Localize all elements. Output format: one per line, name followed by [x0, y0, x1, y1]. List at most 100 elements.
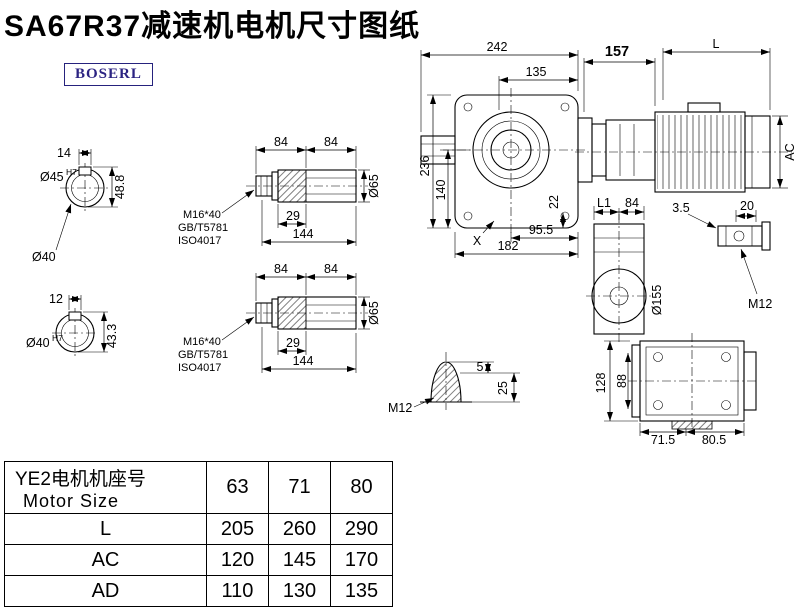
dim-3-5: 3.5 [672, 201, 689, 215]
motor-terminal-box [687, 102, 721, 113]
keyway-slot [68, 311, 82, 321]
drawing-canvas: 14 Ø45 H7 48.8 Ø40 12 Ø40 H7 43.3 [26, 37, 797, 447]
dim-depth-43-3: 43.3 [105, 324, 119, 348]
bolt-hole [653, 352, 663, 362]
side-flange [631, 344, 641, 418]
row-label-AD: AD [4, 575, 207, 607]
dim-144: 144 [293, 354, 314, 368]
page-title: SA67R37减速机电机尺寸图纸 [4, 10, 421, 43]
cell-AD-80: 135 [330, 575, 393, 607]
dim-key-width-12: 12 [49, 292, 63, 306]
table-row-AC: AC 120 145 170 [4, 544, 393, 576]
cell-AC-63: 120 [206, 544, 269, 576]
dim-25: 25 [496, 381, 510, 395]
table-row-AD: AD 110 130 135 [4, 575, 393, 607]
dim-29: 29 [286, 336, 300, 350]
dim-bore-40: Ø40 [26, 336, 50, 350]
dim-242: 242 [487, 40, 508, 54]
plug-dome [430, 361, 462, 403]
dim-key-width-14: 14 [57, 146, 71, 160]
header-line-cn: YE2电机机座号 [15, 468, 146, 490]
output-hub-side [743, 351, 757, 411]
motor-size-table: YE2电机机座号 Motor Size 63 71 80 L 205 260 2… [4, 461, 393, 607]
cell-AD-71: 130 [268, 575, 331, 607]
brand-logo: BOSERL [64, 63, 153, 86]
dim-140: 140 [434, 180, 448, 201]
dim-5: 5 [477, 360, 484, 374]
dim-outer-40: Ø40 [32, 250, 56, 264]
row-label-AC: AC [4, 544, 207, 576]
dim-dia-65: Ø65 [367, 174, 381, 198]
label-std-gb: GB/T5781 [178, 222, 228, 234]
cell-L-71: 260 [268, 513, 331, 545]
label-std-iso: ISO4017 [178, 362, 221, 374]
torque-bracket [717, 225, 763, 247]
row-label-L: L [4, 513, 207, 545]
gearbox-motor-front-view: 242 135 157 L 236 140 22 95.5 182 X [418, 37, 797, 258]
dim-80-5: 80.5 [702, 433, 726, 447]
dim-bore-45: Ø45 [40, 170, 64, 184]
label-std-iso: ISO4017 [178, 235, 221, 247]
dim-157: 157 [605, 44, 629, 60]
cell-AD-63: 110 [206, 575, 269, 607]
dim-135: 135 [526, 65, 547, 79]
dim-20: 20 [740, 199, 754, 213]
motor-adapter [605, 119, 656, 181]
label-thread-m16x40: M16*40 [183, 336, 221, 348]
fastening-bolt-top-view: 84 84 Ø65 M16*40 GB/T5781 ISO4017 29 144 [178, 135, 381, 247]
dim-L: L [713, 37, 720, 51]
cell-L-80: 290 [330, 513, 393, 545]
dim-AC: AC [783, 143, 797, 160]
dim-29: 29 [286, 209, 300, 223]
dim-84-b: 84 [324, 262, 338, 276]
size-col-63: 63 [206, 461, 269, 514]
bolt-hole [721, 400, 731, 410]
dim-depth-48-8: 48.8 [113, 175, 127, 199]
table-header-row: YE2电机机座号 Motor Size 63 71 80 [4, 461, 393, 514]
table-header-motor-size: YE2电机机座号 Motor Size [4, 461, 207, 514]
gearbox-bottom-view: 128 88 71.5 80.5 [594, 333, 757, 447]
keyway-slot [78, 166, 92, 176]
mounting-foot [671, 420, 713, 430]
breather-plug-detail: 5 25 M12 [388, 352, 520, 415]
dim-bore-40-tol: H7 [52, 333, 63, 343]
cell-AC-71: 145 [268, 544, 331, 576]
bracket-hole [733, 230, 745, 242]
shaft-bore-bottom-view: 12 Ø40 H7 43.3 [26, 292, 119, 358]
dim-71-5: 71.5 [651, 433, 675, 447]
dim-22: 22 [547, 195, 561, 209]
dim-144: 144 [293, 227, 314, 241]
dim-84-b: 84 [324, 135, 338, 149]
dim-236: 236 [418, 156, 432, 177]
dim-dia-155: Ø155 [650, 285, 664, 316]
dim-L1: L1 [597, 196, 611, 210]
dim-84-a: 84 [274, 262, 288, 276]
label-m12-side: M12 [748, 297, 772, 311]
bolt-hole [560, 211, 570, 221]
shaft-bore-top-view: 14 Ø45 H7 48.8 Ø40 [32, 146, 127, 264]
gearbox-side-view: L1 84 3.5 20 Ø155 M12 [586, 196, 772, 342]
dim-128: 128 [594, 373, 608, 394]
dim-84: 84 [625, 196, 639, 210]
bolt-hole [463, 211, 473, 221]
cell-AC-80: 170 [330, 544, 393, 576]
bolt-hole [721, 352, 731, 362]
label-m12-plug: M12 [388, 401, 412, 415]
mark-x: X [473, 234, 482, 248]
bolt-hole [463, 102, 473, 112]
dim-84-a: 84 [274, 135, 288, 149]
dim-88: 88 [615, 374, 629, 388]
header-line-en: Motor Size [23, 490, 120, 511]
bolt-hole [560, 102, 570, 112]
size-col-71: 71 [268, 461, 331, 514]
size-table-wrap: YE2电机机座号 Motor Size 63 71 80 L 205 260 2… [4, 461, 393, 607]
bolt-hole [653, 400, 663, 410]
dim-182: 182 [498, 239, 519, 253]
dim-bore-45-tol: H7 [66, 167, 77, 177]
size-col-80: 80 [330, 461, 393, 514]
table-row-L: L 205 260 290 [4, 513, 393, 545]
fastening-bolt-bottom-view: 84 84 Ø65 M16*40 GB/T5781 ISO4017 29 144 [178, 262, 381, 374]
label-std-gb: GB/T5781 [178, 349, 228, 361]
cell-L-63: 205 [206, 513, 269, 545]
label-thread-m16x40: M16*40 [183, 209, 221, 221]
